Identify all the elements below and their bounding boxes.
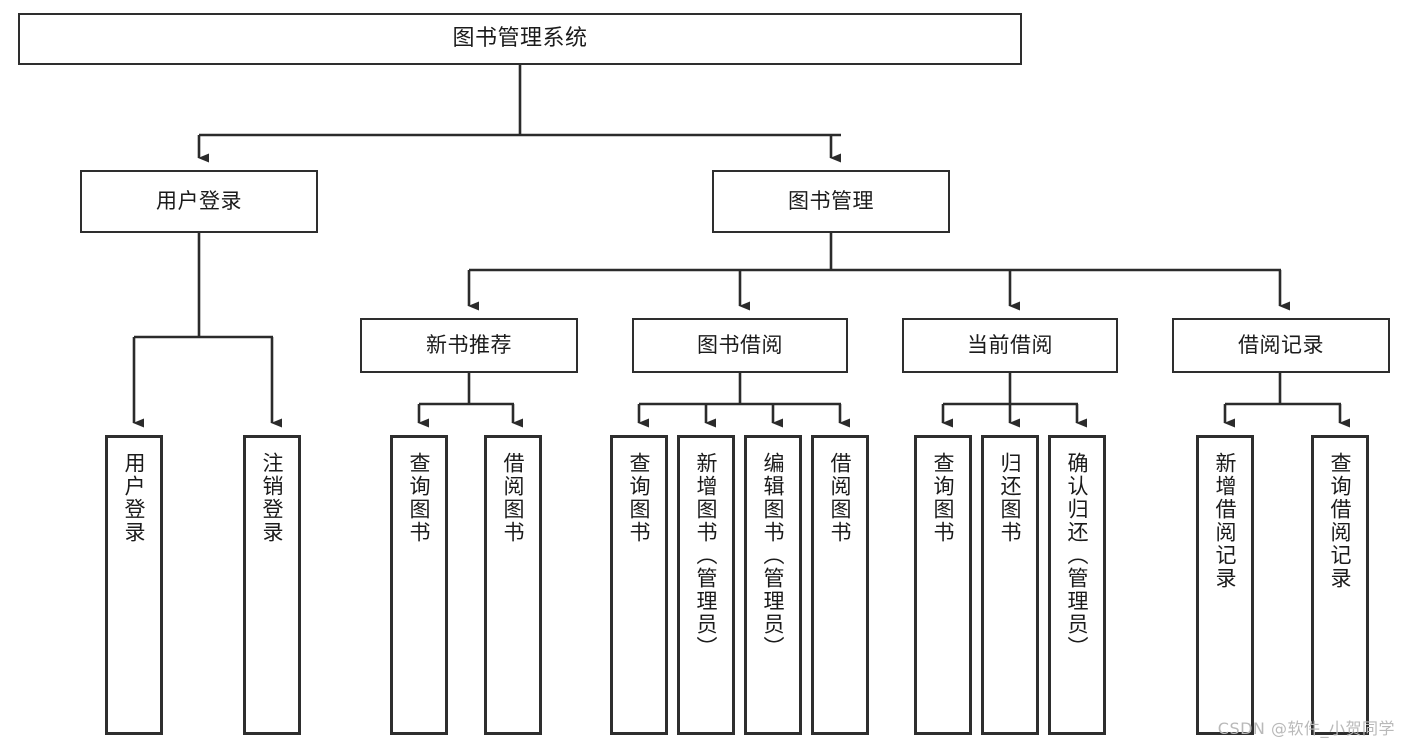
node-new-book-recommend[interactable]: 新书推荐 — [360, 318, 578, 373]
leaf-borrow-record-query-record[interactable]: 查询借阅记录 — [1311, 435, 1369, 735]
node-label: 用户登录 — [122, 452, 147, 544]
node-label: 借阅图书 — [501, 452, 526, 544]
node-user-login[interactable]: 用户登录 — [80, 170, 318, 233]
leaf-book-borrow-edit-book-admin[interactable]: 编辑图书（管理员） — [744, 435, 802, 735]
node-label: 当前借阅 — [967, 333, 1053, 358]
node-label: 查询图书 — [627, 452, 652, 544]
node-label: 新书推荐 — [426, 333, 512, 358]
leaf-book-borrow-borrow-book[interactable]: 借阅图书 — [811, 435, 869, 735]
node-label: 借阅图书 — [828, 452, 853, 544]
node-label: 用户登录 — [156, 189, 242, 214]
node-label: 注销登录 — [260, 452, 285, 544]
leaf-current-borrow-return-book[interactable]: 归还图书 — [981, 435, 1039, 735]
node-label: 归还图书 — [998, 452, 1023, 544]
node-label: 确认归还（管理员） — [1065, 452, 1090, 659]
node-borrow-record[interactable]: 借阅记录 — [1172, 318, 1390, 373]
node-current-borrow[interactable]: 当前借阅 — [902, 318, 1118, 373]
node-book-borrow[interactable]: 图书借阅 — [632, 318, 848, 373]
leaf-current-borrow-query-book[interactable]: 查询图书 — [914, 435, 972, 735]
leaf-borrow-record-add-record[interactable]: 新增借阅记录 — [1196, 435, 1254, 735]
leaf-new-book-query-book[interactable]: 查询图书 — [390, 435, 448, 735]
node-label: 图书管理 — [788, 189, 874, 214]
node-label: 图书管理系统 — [452, 26, 588, 52]
node-root-book-management-system[interactable]: 图书管理系统 — [18, 13, 1022, 65]
node-label: 编辑图书（管理员） — [761, 452, 786, 659]
node-label: 借阅记录 — [1238, 333, 1324, 358]
node-label: 查询图书 — [407, 452, 432, 544]
node-label: 新增图书（管理员） — [694, 452, 719, 659]
leaf-book-borrow-query-book[interactable]: 查询图书 — [610, 435, 668, 735]
watermark: CSDN @软件_小贺同学 — [1217, 719, 1395, 738]
leaf-new-book-borrow-book[interactable]: 借阅图书 — [484, 435, 542, 735]
node-book-management[interactable]: 图书管理 — [712, 170, 950, 233]
leaf-current-borrow-confirm-return-admin[interactable]: 确认归还（管理员） — [1048, 435, 1106, 735]
leaf-user-login-logout[interactable]: 注销登录 — [243, 435, 301, 735]
node-label: 新增借阅记录 — [1213, 452, 1238, 590]
node-label: 查询借阅记录 — [1328, 452, 1353, 590]
node-label: 图书借阅 — [697, 333, 783, 358]
leaf-user-login-login[interactable]: 用户登录 — [105, 435, 163, 735]
leaf-book-borrow-add-book-admin[interactable]: 新增图书（管理员） — [677, 435, 735, 735]
node-label: 查询图书 — [931, 452, 956, 544]
